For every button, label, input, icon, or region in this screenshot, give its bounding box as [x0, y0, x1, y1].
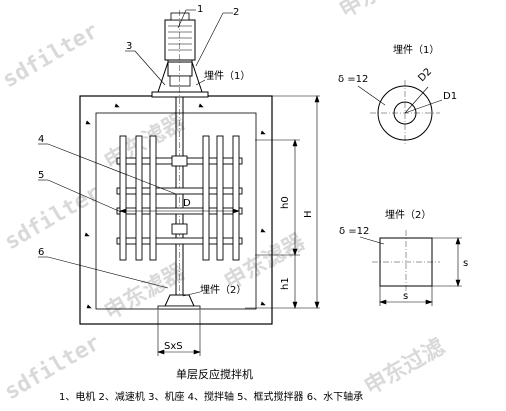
callouts: [38, 9, 233, 289]
embed-1-label: 埋件（1）: [204, 70, 250, 82]
watermark-sdfilter-1: sdfilter: [0, 19, 103, 94]
diagram-legend: 1、电机 2、减速机 3、机座 4、搅拌轴 5、框式搅拌器 6、水下轴承: [59, 390, 363, 403]
dim-D-label: D: [183, 198, 191, 209]
callout-4: 4: [38, 134, 44, 145]
dim-H-label: H: [303, 210, 314, 218]
detail1-delta: δ =12: [338, 74, 368, 85]
detail-embed-2: 埋件（2） δ =12 s s: [339, 209, 468, 306]
reducer: [151, 59, 209, 98]
callout-2: 2: [233, 7, 239, 18]
vertical-dimensions: [245, 95, 320, 309]
dimension-D: [119, 208, 240, 214]
underwater-bearing: [157, 294, 201, 310]
watermark-cn-4: 申东过滤: [360, 334, 449, 401]
detail1-d2: D2: [416, 66, 434, 84]
watermark-cn-3: 申东滤器: [100, 258, 190, 325]
detail-embed-1: 埋件（1） δ =12 D2 D1: [338, 44, 457, 146]
embed-2-label: 埋件（2）: [200, 284, 246, 296]
callout-1: 1: [197, 4, 203, 15]
watermark-sdfilter-2: sdfilter: [1, 181, 105, 256]
agitator-shaft: [175, 10, 184, 300]
dim-h0-label: h0: [280, 196, 291, 209]
dim-h1-label: h1: [280, 277, 291, 290]
diagram-caption: 单层反应搅拌机: [176, 367, 253, 381]
detail2-s-bottom: s: [403, 291, 408, 302]
detail2-title: 埋件（2）: [385, 209, 431, 221]
detail1-title: 埋件（1）: [393, 44, 439, 56]
frame-agitator: [116, 135, 243, 261]
detail2-delta: δ =12: [339, 226, 369, 237]
callout-6: 6: [38, 247, 44, 258]
motor: [164, 12, 196, 61]
detail2-s-right: s: [463, 258, 468, 269]
callout-3: 3: [126, 41, 132, 52]
detail1-d1: D1: [443, 91, 457, 102]
dim-SxS-label: SxS: [164, 341, 183, 352]
dimension-SxS: [157, 310, 201, 356]
watermark-cn-1: 申东山: [335, 0, 405, 23]
callout-5: 5: [38, 170, 44, 181]
